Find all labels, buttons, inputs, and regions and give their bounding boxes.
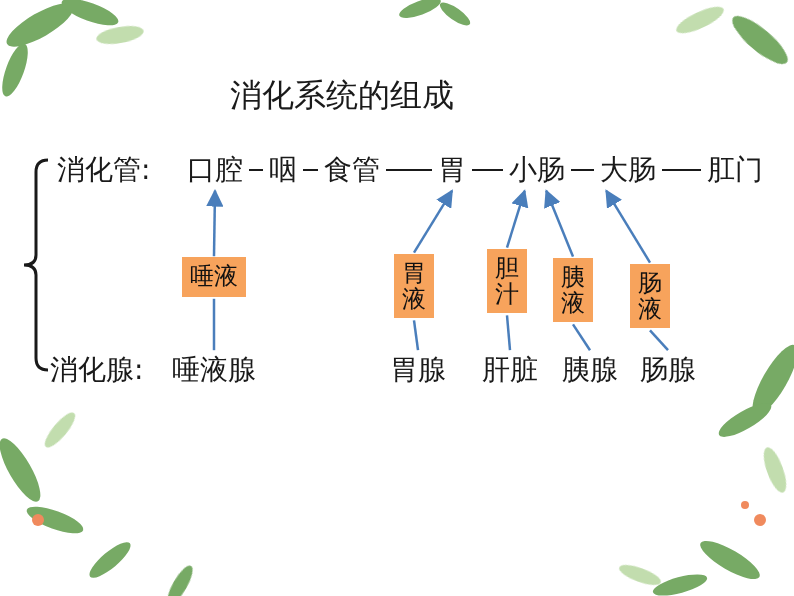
node-text: 唾液腺 <box>172 353 256 387</box>
organ-text: 食管 <box>321 151 383 189</box>
leaf-cluster-light <box>40 2 790 589</box>
connector-line <box>650 330 668 350</box>
connector-line <box>303 169 318 171</box>
node-text: 咽 <box>269 153 297 187</box>
connector-line <box>386 169 432 171</box>
organ-text: 肝脏 <box>479 351 541 389</box>
connector-arrow <box>546 191 573 257</box>
node-text: 肠液 <box>638 270 662 323</box>
connector-arrow <box>414 191 452 253</box>
node-text: 唾液 <box>190 263 238 291</box>
node-text: 胰液 <box>561 264 585 317</box>
organ-text: 胰腺 <box>559 351 621 389</box>
connector-arrow <box>606 191 650 263</box>
juice-box: 胰液 <box>553 258 593 323</box>
node-text: 口腔 <box>187 153 243 187</box>
organ-text: 小肠 <box>506 151 568 189</box>
connector-line <box>662 169 701 171</box>
connector-line <box>472 169 503 171</box>
juice-box: 唾液 <box>182 257 246 297</box>
juice-box: 胆汁 <box>487 249 527 314</box>
node-text: 小肠 <box>509 153 565 187</box>
node-text: 胆汁 <box>495 255 519 308</box>
node-text: 胃 <box>438 153 466 187</box>
organ-text: 口腔 <box>184 151 246 189</box>
juice-box: 肠液 <box>630 264 670 329</box>
brace <box>24 160 48 370</box>
connector-line <box>507 315 510 350</box>
diagram-title: 消化系统的组成 <box>230 76 454 114</box>
organ-text: 唾液腺 <box>169 351 259 389</box>
node-text: 肝脏 <box>482 353 538 387</box>
connector-arrow <box>214 191 215 256</box>
node-text: 食管 <box>324 153 380 187</box>
organ-text: 肛门 <box>704 151 766 189</box>
connector-line <box>571 169 594 171</box>
node-text: 胰腺 <box>562 353 618 387</box>
organ-text: 咽 <box>266 151 300 189</box>
node-text: 胃液 <box>402 260 426 313</box>
node-text: 大肠 <box>600 153 656 187</box>
flower-dots <box>32 501 766 526</box>
juice-box: 胃液 <box>394 254 434 319</box>
connector-line <box>414 320 418 350</box>
connector-line <box>573 324 590 350</box>
connector-line <box>213 299 216 350</box>
node-text: 肠腺 <box>640 353 696 387</box>
connector-arrow <box>507 191 525 248</box>
row-label: 消化腺: <box>50 353 143 387</box>
organ-text: 胃腺 <box>387 351 449 389</box>
organ-text: 肠腺 <box>637 351 699 389</box>
row-label: 消化管: <box>57 153 150 187</box>
node-text: 肛门 <box>707 153 763 187</box>
organ-text: 大肠 <box>597 151 659 189</box>
organ-text: 胃 <box>435 151 469 189</box>
node-text: 胃腺 <box>390 353 446 387</box>
connector-line <box>249 169 263 171</box>
